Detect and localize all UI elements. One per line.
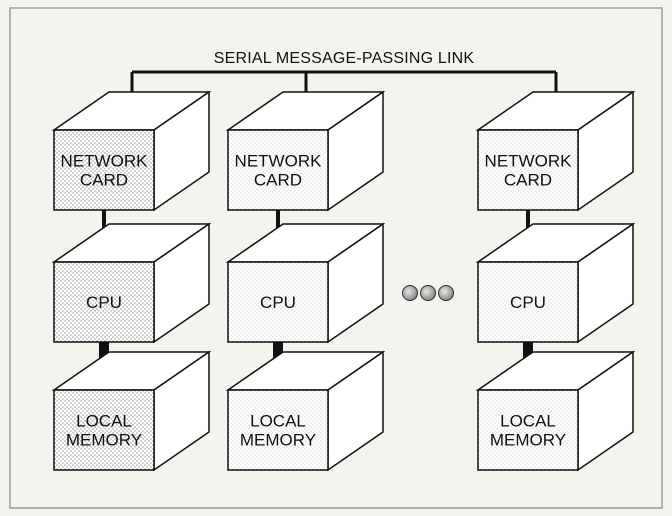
local-memory-box-front-face — [53, 389, 155, 471]
local-memory-box-front-face — [227, 389, 329, 471]
ellipsis-dot — [402, 285, 418, 301]
network-card-box-front-face — [227, 129, 329, 211]
network-card-box-label: CARD — [80, 171, 128, 190]
diagram-title: SERIAL MESSAGE-PASSING LINK — [214, 50, 475, 67]
cpu-box-front-face — [477, 261, 579, 343]
network-card-box-front-face — [477, 129, 579, 211]
local-memory-box-label: LOCAL — [500, 412, 556, 431]
network-card-box-front-face — [53, 129, 155, 211]
local-memory-box-label: LOCAL — [76, 412, 132, 431]
diagram-frame — [9, 7, 663, 509]
local-memory-box-label: LOCAL — [250, 412, 306, 431]
local-memory-box-label: MEMORY — [66, 431, 142, 450]
cpu-box-front-face — [53, 261, 155, 343]
local-memory-box-label: MEMORY — [490, 431, 566, 450]
local-memory-box-front-face — [477, 389, 579, 471]
local-memory-box-label: MEMORY — [240, 431, 316, 450]
network-cpu-link — [102, 210, 106, 243]
node-columns: NETWORKCARDCPULOCALMEMORYNETWORKCARDCPUL… — [51, 90, 636, 472]
cpu-box-front-face — [227, 261, 329, 343]
cpu-box-label: CPU — [510, 293, 546, 312]
network-cpu-link — [526, 210, 530, 243]
network-card-box-label: CARD — [504, 171, 552, 190]
cpu-box-label: CPU — [260, 293, 296, 312]
cpu-box-label: CPU — [86, 293, 122, 312]
ellipsis-dots — [402, 285, 454, 301]
network-card-box-label: CARD — [254, 171, 302, 190]
ellipsis-dot — [420, 285, 436, 301]
network-card-box-label: NETWORK — [61, 152, 149, 171]
ellipsis-dot — [438, 285, 454, 301]
network-card-box-label: NETWORK — [235, 152, 323, 171]
network-card-box-label: NETWORK — [485, 152, 573, 171]
network-cpu-link — [276, 210, 280, 243]
